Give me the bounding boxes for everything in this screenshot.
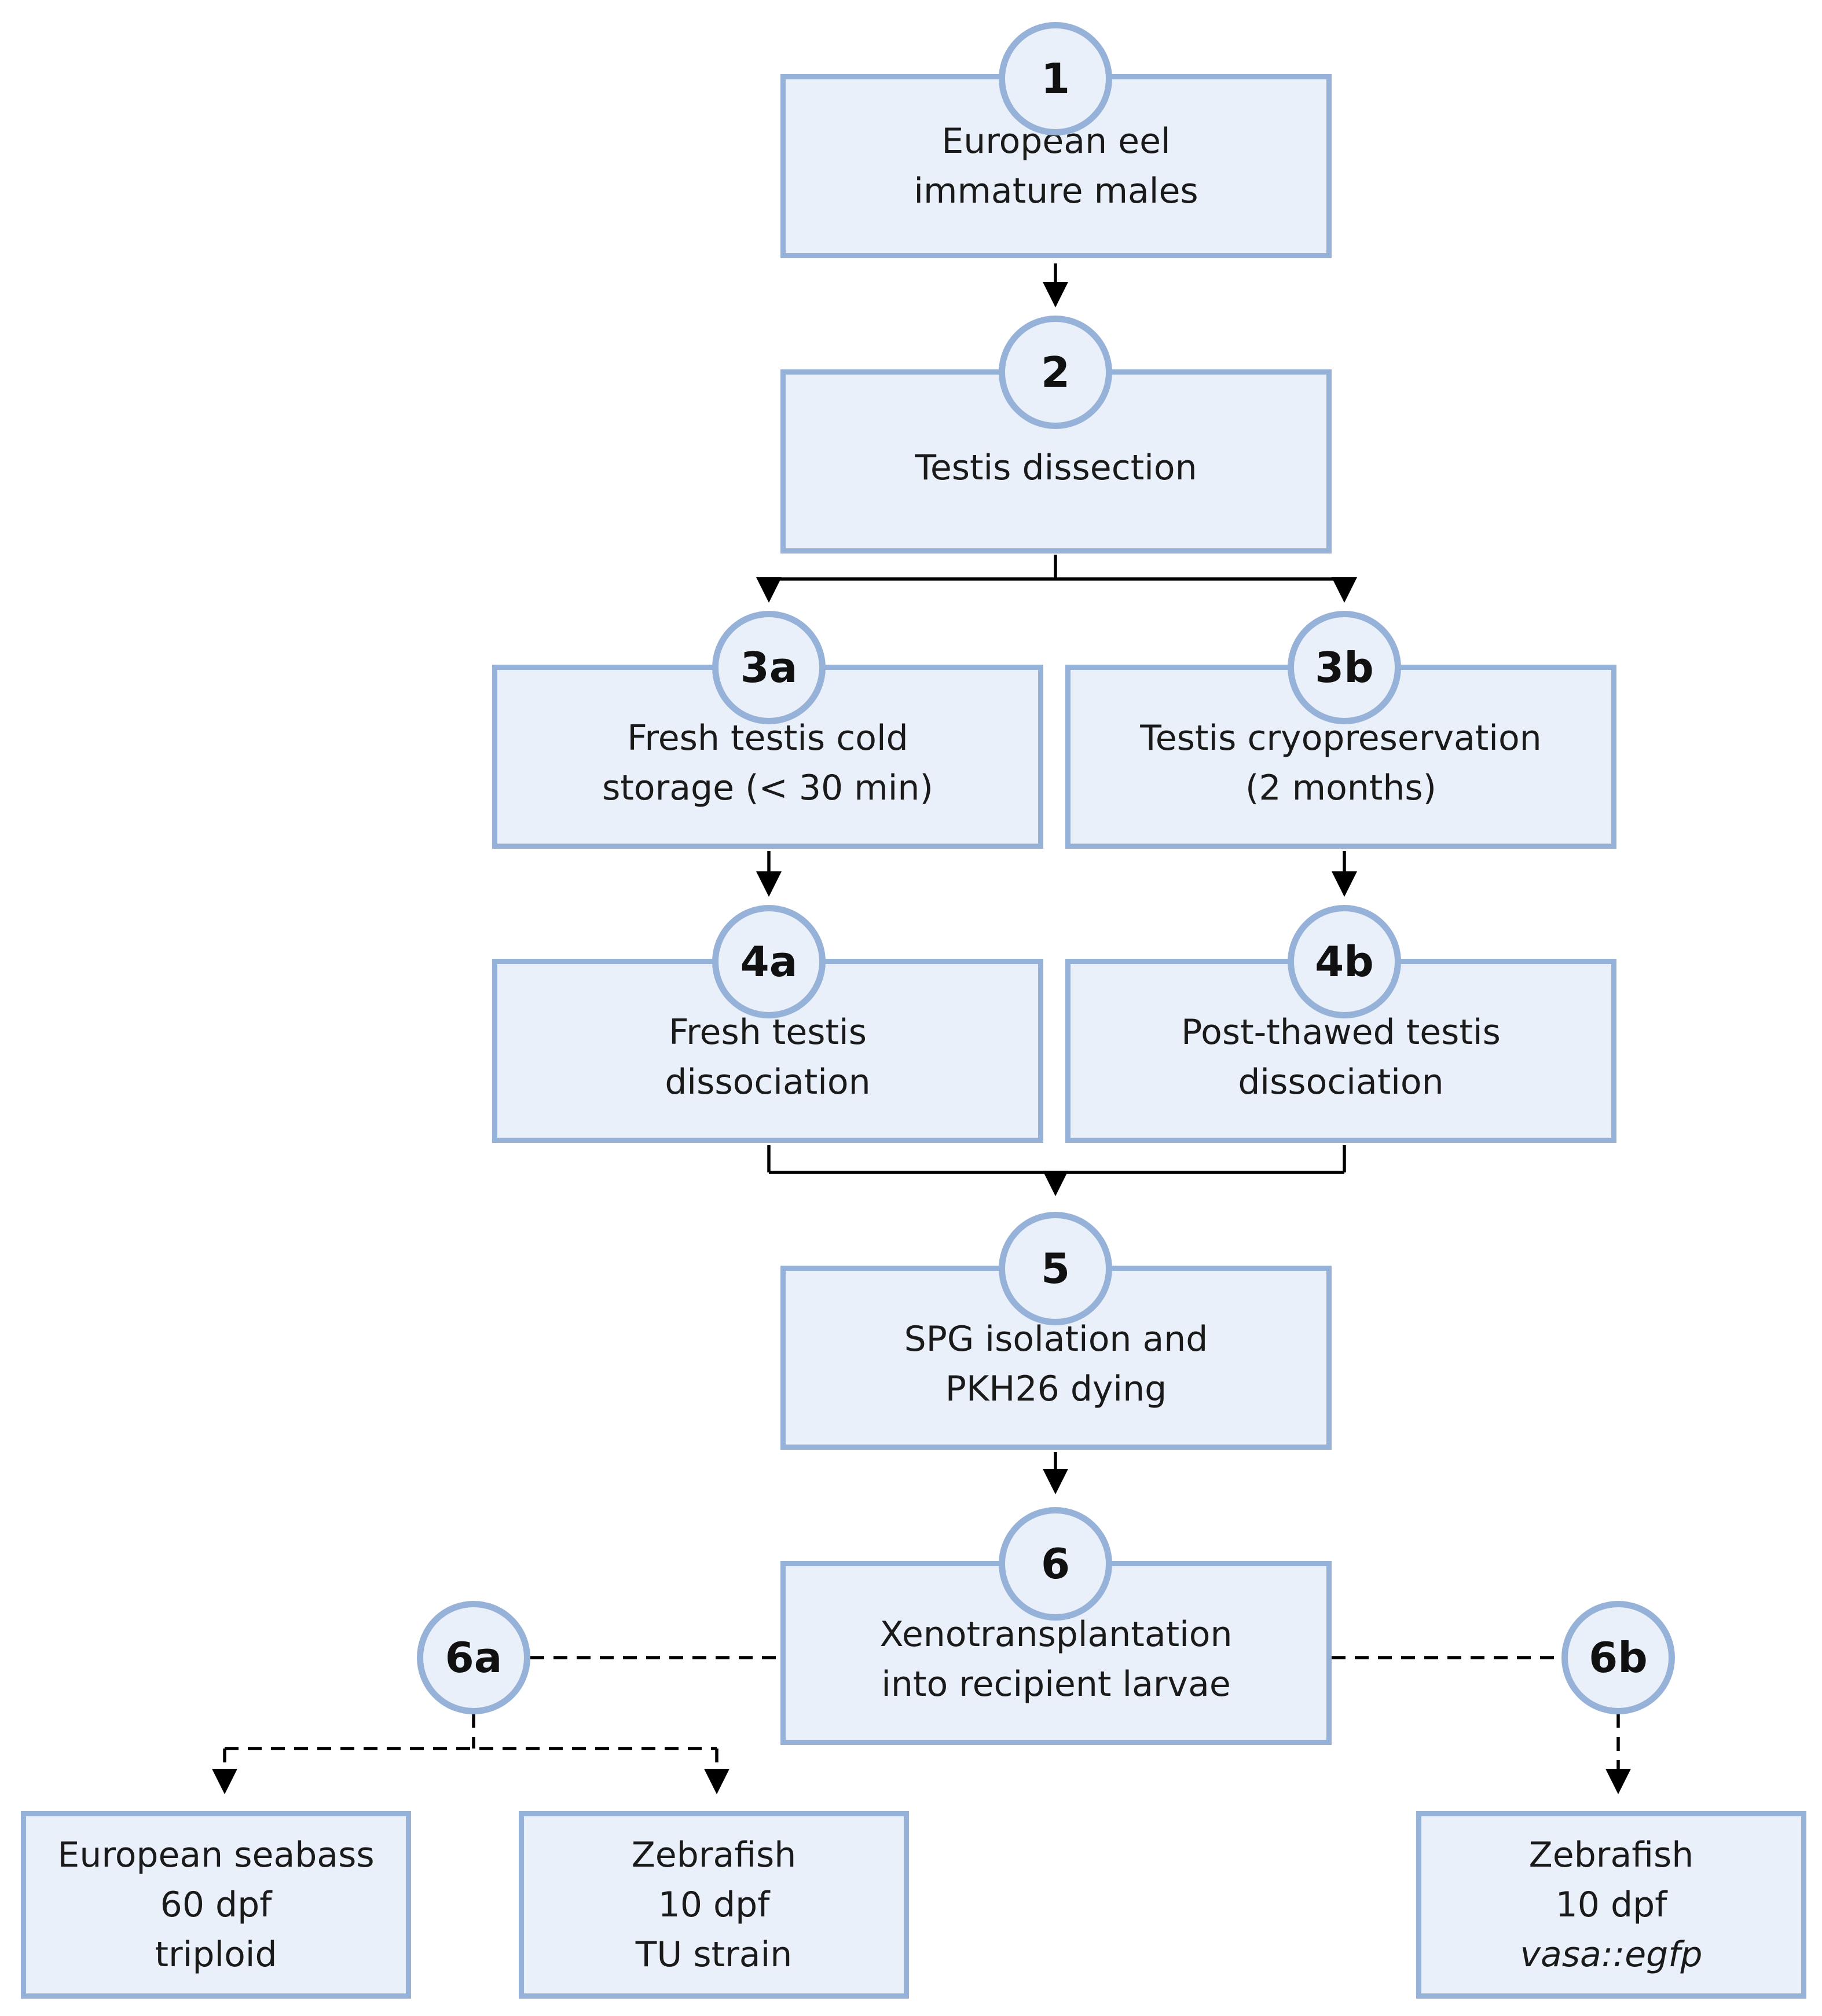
recipient-seabass-text: European seabass 60 dpf triploid (57, 1830, 374, 1980)
step-6b-badge: 6b (1561, 1601, 1675, 1714)
step-3b-text: Testis cryopreservation (2 months) (1140, 701, 1541, 813)
step-5-line: PKH26 dying (945, 1369, 1167, 1409)
step-6-line: into recipient larvae (881, 1664, 1231, 1705)
step-1-line: immature males (914, 171, 1198, 211)
recipient-seabass-line: 60 dpf (160, 1885, 272, 1925)
recipient-zebrafish-tu-box: Zebrafish 10 dpf TU strain (519, 1811, 909, 1999)
recipient-zebrafish-vasa-text: Zebrafish 10 dpf vasa::egfp (1520, 1830, 1703, 1980)
recipient-zebrafish-tu-text: Zebrafish 10 dpf TU strain (632, 1830, 797, 1980)
step-3b-line: Testis cryopreservation (1140, 718, 1542, 758)
step-3a-text: Fresh testis cold storage (< 30 min) (602, 701, 933, 813)
recipient-zebrafish-tu-line: TU strain (635, 1934, 793, 1975)
step-4a-badge: 4a (712, 905, 826, 1018)
step-4a-line: dissociation (665, 1062, 871, 1102)
recipient-zebrafish-tu-line: Zebrafish (631, 1835, 797, 1875)
step-3a-line: storage (< 30 min) (602, 768, 933, 808)
step-4b-badge: 4b (1288, 905, 1401, 1018)
step-4a-box: Fresh testis dissociation (492, 959, 1043, 1143)
step-2-line: Testis dissection (915, 448, 1197, 488)
recipient-seabass-line: European seabass (57, 1835, 375, 1875)
step-1-badge: 1 (999, 22, 1112, 135)
recipient-zebrafish-vasa-line: Zebrafish (1528, 1835, 1694, 1875)
recipient-zebrafish-vasa-line: 10 dpf (1555, 1885, 1667, 1925)
recipient-zebrafish-vasa-line: vasa::egfp (1520, 1934, 1703, 1975)
step-5-line: SPG isolation and (904, 1319, 1208, 1359)
step-2-box: Testis dissection (780, 369, 1332, 554)
step-2-text: Testis dissection (915, 430, 1197, 493)
step-4a-line: Fresh testis (669, 1012, 867, 1053)
step-3a-line: Fresh testis cold (627, 718, 908, 758)
step-4b-line: dissociation (1238, 1062, 1444, 1102)
step-6-line: Xenotransplantation (879, 1614, 1233, 1655)
step-2-badge: 2 (999, 316, 1112, 429)
step-3a-badge: 3a (712, 611, 826, 724)
step-6-badge: 6 (999, 1507, 1112, 1621)
step-3b-badge: 3b (1288, 611, 1401, 724)
step-5-badge: 5 (999, 1212, 1112, 1325)
step-3a-box: Fresh testis cold storage (< 30 min) (492, 665, 1043, 849)
recipient-seabass-line: triploid (155, 1934, 277, 1975)
recipient-zebrafish-vasa-box: Zebrafish 10 dpf vasa::egfp (1416, 1811, 1806, 1999)
step-3b-line: (2 months) (1245, 768, 1437, 808)
recipient-zebrafish-tu-line: 10 dpf (658, 1885, 770, 1925)
step-4b-line: Post-thawed testis (1181, 1012, 1501, 1053)
step-4a-text: Fresh testis dissociation (665, 995, 870, 1107)
recipient-seabass-box: European seabass 60 dpf triploid (21, 1811, 411, 1999)
step-6-text: Xenotransplantation into recipient larva… (879, 1597, 1232, 1709)
step-5-text: SPG isolation and PKH26 dying (904, 1302, 1208, 1414)
step-6a-badge: 6a (417, 1601, 530, 1714)
step-4b-text: Post-thawed testis dissociation (1181, 995, 1501, 1107)
